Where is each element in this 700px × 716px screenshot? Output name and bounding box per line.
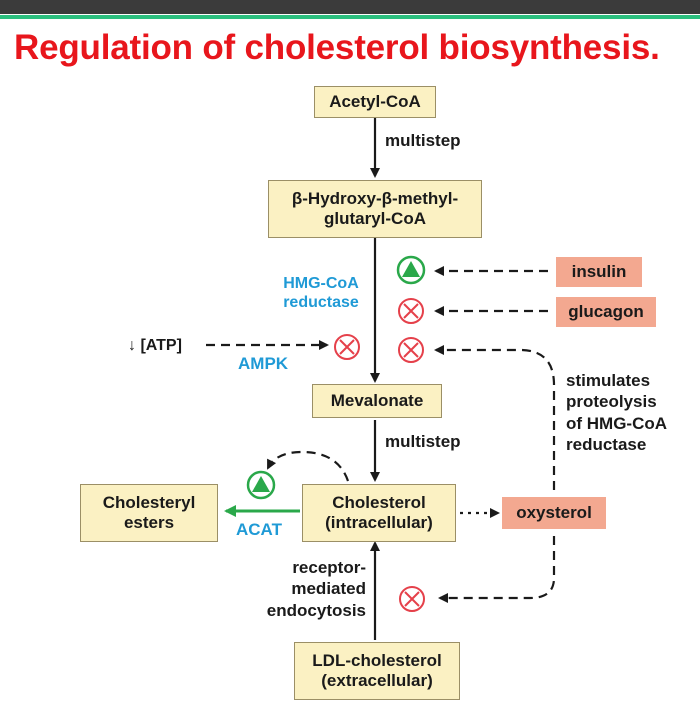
label-receptor-mediated-endocytosis: receptor- mediated endocytosis bbox=[250, 557, 366, 621]
label-receptor-line3: endocytosis bbox=[266, 600, 366, 620]
slide-title: Regulation of cholesterol biosynthesis. bbox=[14, 28, 660, 67]
red-circle-x-inhibition-icon bbox=[398, 298, 424, 324]
label-stimulates-line4: reductase bbox=[566, 434, 647, 454]
node-ldl-line2: (extracellular) bbox=[321, 671, 433, 690]
regulator-insulin: insulin bbox=[556, 257, 642, 287]
label-atp: ↓ [ATP] bbox=[128, 337, 182, 354]
label-hmg-reductase-line1: HMG-CoA bbox=[283, 275, 359, 292]
label-receptor-line1: receptor- bbox=[292, 558, 366, 577]
dashed-cholesterol-feedback bbox=[267, 450, 350, 482]
node-hmg-coa: β-Hydroxy-β-methyl- glutaryl-CoA bbox=[268, 180, 482, 238]
label-multistep-top: multistep bbox=[385, 131, 461, 150]
node-cholesteryl-line2: esters bbox=[123, 513, 175, 532]
node-mevalonate-label: Mevalonate bbox=[330, 390, 424, 410]
label-ampk: AMPK bbox=[238, 354, 289, 373]
node-ldl-line1: LDL-cholesterol bbox=[312, 650, 442, 670]
green-triangle-activation-icon bbox=[246, 470, 276, 500]
regulator-oxysterol: oxysterol bbox=[502, 497, 606, 529]
node-ldl-cholesterol: LDL-cholesterol (extracellular) bbox=[294, 642, 460, 700]
label-stimulates-line2: proteolysis bbox=[566, 392, 657, 412]
green-triangle-activation-icon bbox=[396, 255, 426, 285]
dashed-oxysterol-up bbox=[434, 345, 556, 490]
label-hmg-reductase-line2: reductase bbox=[283, 294, 359, 312]
regulator-insulin-label: insulin bbox=[571, 262, 627, 281]
node-acetyl-coa-label: Acetyl-CoA bbox=[329, 91, 421, 111]
label-stimulates-line3: of HMG-CoA bbox=[566, 413, 668, 433]
label-receptor-line2: mediated bbox=[291, 579, 366, 599]
regulator-glucagon: glucagon bbox=[556, 297, 656, 327]
dashed-oxysterol-down bbox=[438, 536, 556, 603]
node-hmg-coa-line2: glutaryl-CoA bbox=[324, 209, 426, 228]
label-multistep-bottom: multistep bbox=[385, 432, 461, 451]
label-acat: ACAT bbox=[236, 520, 282, 539]
regulator-oxysterol-label: oxysterol bbox=[516, 503, 592, 522]
top-dark-bar bbox=[0, 0, 700, 14]
node-cholesterol-line1: Cholesterol bbox=[332, 492, 426, 512]
node-acetyl-coa: Acetyl-CoA bbox=[314, 86, 436, 118]
label-hmg-coa-reductase: HMG-CoA reductase bbox=[272, 274, 370, 312]
node-cholesterol: Cholesterol (intracellular) bbox=[302, 484, 456, 542]
red-circle-x-inhibition-icon bbox=[398, 337, 424, 363]
node-cholesteryl-esters: Cholesteryl esters bbox=[80, 484, 218, 542]
red-circle-x-inhibition-icon bbox=[334, 334, 360, 360]
node-cholesterol-line2: (intracellular) bbox=[325, 513, 433, 532]
node-mevalonate: Mevalonate bbox=[312, 384, 442, 418]
red-circle-x-inhibition-icon bbox=[399, 586, 425, 612]
regulator-glucagon-label: glucagon bbox=[568, 302, 644, 321]
node-hmg-coa-line1: β-Hydroxy-β-methyl- bbox=[291, 188, 459, 208]
node-cholesteryl-line1: Cholesteryl bbox=[102, 492, 196, 512]
label-stimulates-proteolysis: stimulates proteolysis of HMG-CoA reduct… bbox=[566, 370, 667, 455]
label-stimulates-line1: stimulates bbox=[566, 371, 651, 390]
top-green-rule bbox=[0, 15, 700, 19]
